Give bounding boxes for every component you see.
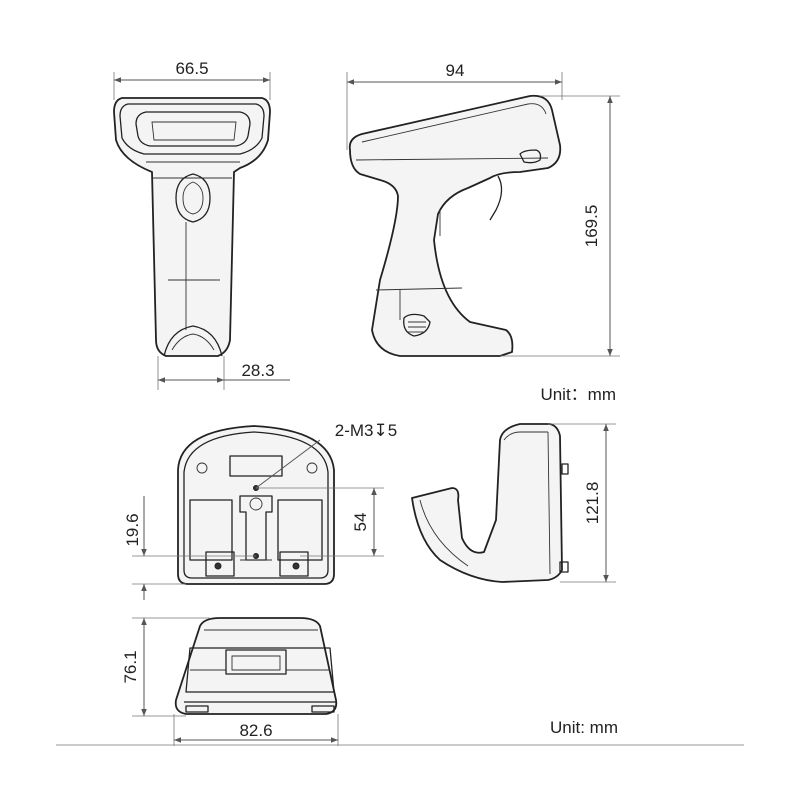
scanner-side-view [348,94,562,357]
base-top-view [177,425,335,585]
dim-front-width: 66.5 [175,59,208,78]
screw-spec-label: 2-M3↧5 [335,421,397,440]
dim-stand-front-height: 76.1 [121,650,140,683]
dimension-lines [56,72,744,746]
stand-front-view [174,617,338,715]
unit-label-bottom: Unit: mm [550,718,618,737]
dim-stand-height: 121.8 [583,482,602,525]
dim-side-length: 94 [446,61,465,80]
stand-side-view [411,423,569,583]
unit-label-top: Unit：mm [540,385,616,404]
dim-base-offset: 19.6 [123,513,142,546]
dim-stand-width: 82.6 [239,721,272,740]
dim-scanner-height: 169.5 [582,205,601,248]
dim-hole-spacing: 54 [351,513,370,532]
dim-handle-width: 28.3 [241,361,274,380]
scanner-front-view [113,97,271,357]
